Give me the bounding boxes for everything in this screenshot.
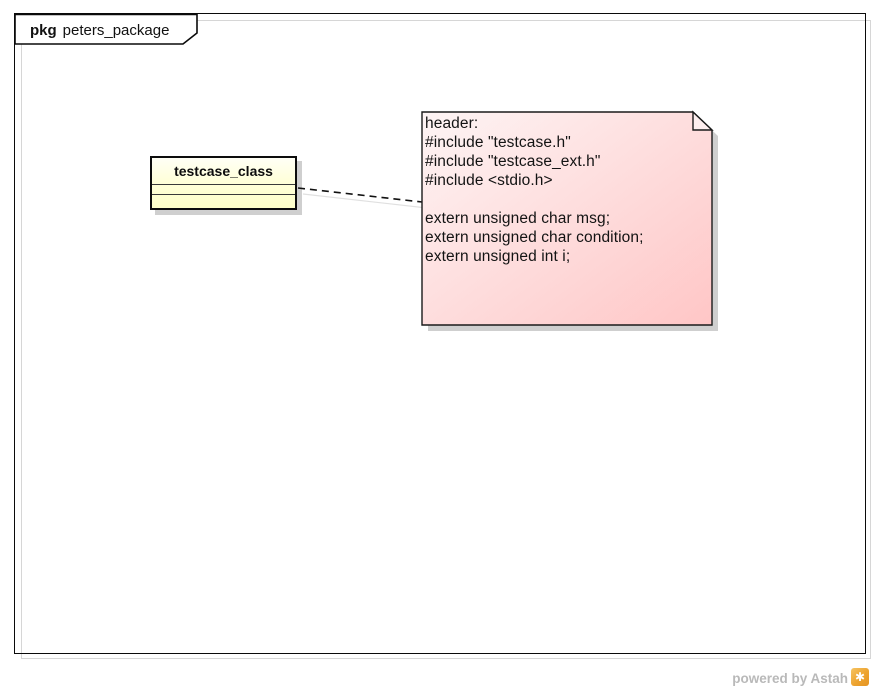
note-line: #include "testcase.h"	[425, 134, 571, 151]
note-line: #include "testcase_ext.h"	[425, 153, 601, 170]
class-attributes-compartment[interactable]	[152, 185, 295, 195]
note-line: header:	[425, 115, 479, 132]
note-fold-icon	[692, 110, 714, 131]
package-frame	[14, 13, 866, 654]
note-line: extern unsigned int i;	[425, 248, 571, 265]
powered-by-credit: powered by Astah	[732, 671, 848, 686]
class-box-testcase-class[interactable]: testcase_class	[150, 156, 297, 210]
package-name: peters_package	[62, 21, 170, 39]
package-keyword: pkg	[30, 21, 57, 39]
note-shape[interactable]	[416, 106, 721, 334]
astah-logo-icon: ✱	[851, 668, 869, 686]
package-tab-label: pkg peters_package	[30, 20, 169, 40]
note-line: #include <stdio.h>	[425, 172, 553, 189]
note-anchor-connector[interactable]	[293, 181, 433, 217]
note-line: extern unsigned char msg;	[425, 210, 611, 227]
class-operations-compartment[interactable]	[152, 195, 295, 208]
note-line: extern unsigned char condition;	[425, 229, 644, 246]
frame-shadow	[21, 20, 871, 659]
package-tab-shape[interactable]	[14, 13, 204, 47]
note-line	[425, 190, 709, 209]
class-name-label: testcase_class	[152, 158, 295, 185]
note-text-block: header: #include "testcase.h" #include "…	[425, 114, 709, 266]
